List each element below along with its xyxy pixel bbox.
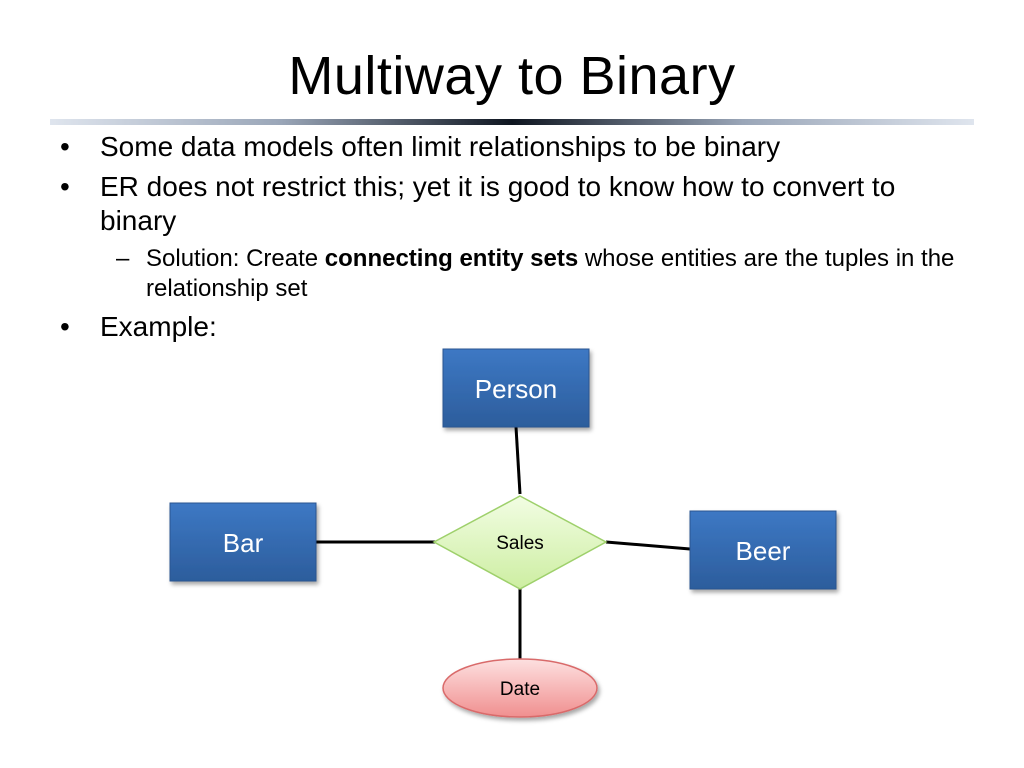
bullet-marker: • — [60, 131, 70, 162]
sub-bullet-marker: – — [116, 245, 130, 272]
relationship-sales-label: Sales — [496, 533, 544, 554]
sub-bullet-suffix: whose entities are the tuples in the rel… — [146, 245, 955, 302]
bullet-marker: • — [60, 171, 70, 202]
entity-bar-label: Bar — [223, 528, 264, 558]
bullet-item: • Example: — [58, 310, 958, 344]
connector-sales-beer — [605, 540, 691, 551]
entity-bar: Bar — [169, 502, 317, 582]
slide-title: Multiway to Binary — [288, 46, 736, 106]
sub-bullet-bold-term: connecting entity sets — [324, 245, 579, 272]
attribute-date: Date — [442, 658, 598, 718]
bullet-text: Some data models often limit relationshi… — [100, 131, 781, 162]
entity-person-label: Person — [475, 374, 557, 404]
bullet-item: • ER does not restrict this; yet it is g… — [58, 170, 958, 238]
bullet-text: Example: — [100, 311, 217, 342]
bullet-list: • Some data models often limit relations… — [58, 130, 958, 350]
title-underline — [50, 119, 974, 125]
entity-person: Person — [442, 348, 590, 428]
attribute-date-label: Date — [500, 679, 540, 700]
bullet-item: • Some data models often limit relations… — [58, 130, 958, 164]
entity-beer: Beer — [689, 510, 837, 590]
bullet-marker: • — [60, 311, 70, 342]
sub-bullet-prefix: Solution: Create — [146, 245, 325, 272]
sub-bullet-item: – Solution: Create connecting entity set… — [58, 244, 958, 304]
relationship-sales: Sales — [432, 495, 608, 590]
entity-beer-label: Beer — [736, 536, 791, 566]
connector-person-sales — [514, 426, 522, 495]
bullet-text: ER does not restrict this; yet it is goo… — [100, 171, 896, 236]
